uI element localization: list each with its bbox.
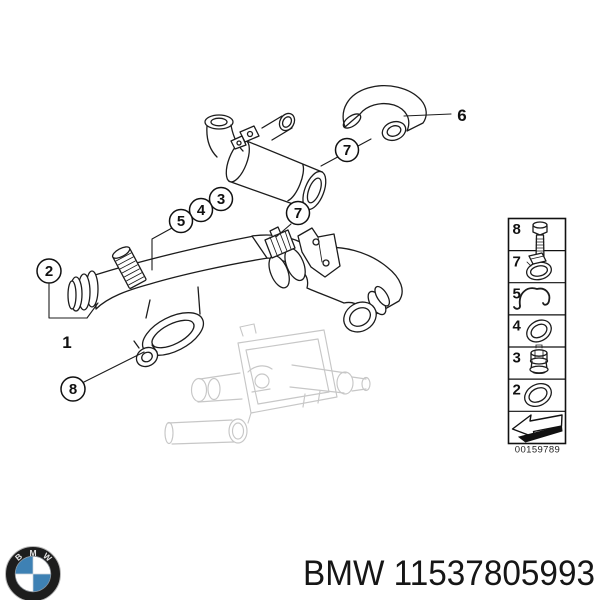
legend-item-4[interactable]: 4 <box>513 316 556 347</box>
callout-7-upper-label: 7 <box>343 142 351 159</box>
part-number-caption: BMW 11537805993 <box>303 554 595 593</box>
callout-1-label: 1 <box>62 333 71 352</box>
vent-hose-icon <box>342 85 427 142</box>
roundel-letter-b: B <box>13 551 24 563</box>
callout-6[interactable]: 6 <box>457 106 466 125</box>
threaded-nipple-icon <box>111 246 147 289</box>
legend-item-5-number: 5 <box>513 286 521 303</box>
callout-2[interactable]: 2 <box>36 258 62 284</box>
legend-item-3-number: 3 <box>513 350 521 367</box>
left-arrow-icon <box>511 414 563 443</box>
leader-lines <box>48 113 452 383</box>
legend-item-5[interactable]: 5 <box>513 286 551 310</box>
legend-item-7-number: 7 <box>513 254 521 271</box>
callout-1[interactable]: 1 <box>62 333 71 352</box>
callout-3[interactable]: 3 <box>208 186 234 212</box>
callout-5[interactable]: 5 <box>168 208 194 234</box>
callout-5-label: 5 <box>177 213 185 230</box>
footer: B M W BMW 11537805993 <box>5 546 595 600</box>
legend-item-8-number: 8 <box>513 221 521 238</box>
o-ring-icon <box>524 382 552 408</box>
legend-item-4-number: 4 <box>513 318 522 335</box>
callout-7-lower[interactable]: 7 <box>285 200 311 226</box>
bmw-roundel-icon: B M W <box>5 546 61 600</box>
hose-clamp-icon <box>525 252 553 281</box>
callout-3-label: 3 <box>217 191 225 208</box>
egr-cooler-icon <box>204 112 327 212</box>
legend-item-3[interactable]: 3 <box>513 344 549 375</box>
callout-8[interactable]: 8 <box>60 376 86 402</box>
coolant-pipe-icon <box>67 226 403 368</box>
callout-7-lower-label: 7 <box>294 205 302 222</box>
callout-2-label: 2 <box>45 263 53 280</box>
callouts: 7 7 6 3 4 5 2 1 8 <box>36 106 467 402</box>
callout-7-upper[interactable]: 7 <box>334 137 360 163</box>
legend-direction-cell[interactable] <box>511 414 563 443</box>
callout-4-label: 4 <box>197 202 206 219</box>
callout-4[interactable]: 4 <box>188 197 214 223</box>
roundel-letter-m: M <box>29 548 36 558</box>
legend-drawing-number: 00159789 <box>515 445 560 456</box>
o-ring-icon <box>526 319 552 343</box>
legend-item-7[interactable]: 7 <box>513 252 553 282</box>
thermostat-housing-faint-icon <box>164 323 371 445</box>
legend-item-2-number: 2 <box>513 382 521 399</box>
legend-panel: 8 7 5 4 <box>507 217 567 456</box>
callout-8-label: 8 <box>69 381 77 398</box>
spring-clip-icon <box>513 287 551 310</box>
callout-6-label: 6 <box>457 106 466 125</box>
mounting-bracket-icon <box>297 227 341 278</box>
legend-item-2[interactable]: 2 <box>513 379 556 411</box>
valve-insert-icon <box>529 344 549 375</box>
